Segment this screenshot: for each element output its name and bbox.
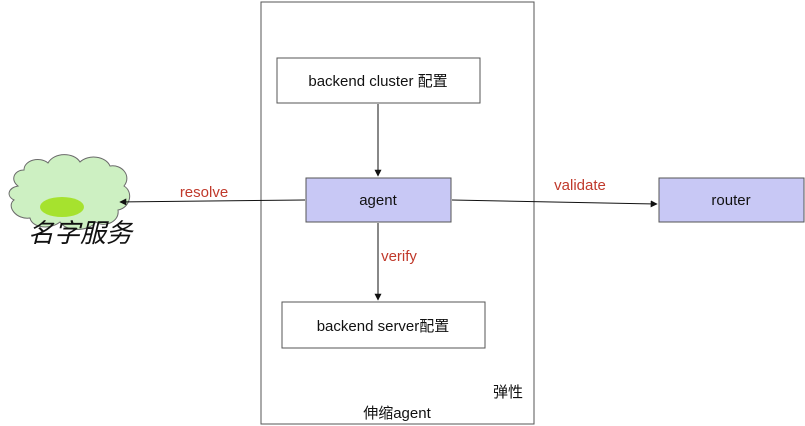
server-config-box [281, 301, 486, 349]
cluster-config-box [276, 57, 481, 104]
cloud-highlight-blob [40, 197, 84, 217]
server-config-label: backend server配置 [317, 318, 450, 335]
container-sublabel: 弹性 [493, 384, 523, 401]
router-label: router [711, 192, 750, 209]
router-box [658, 177, 805, 223]
edge-label-resolve: resolve [180, 184, 228, 201]
edge-agent-to-router [451, 199, 658, 208]
cluster-config-label: backend cluster 配置 [308, 73, 447, 90]
edge-label-validate: validate [554, 177, 606, 194]
edge-agent-to-name-service [119, 198, 306, 206]
name-service-label: 名字服务 [28, 219, 134, 249]
name-service-cloud: 名字服务 [8, 154, 134, 249]
cloud-shape [8, 154, 131, 230]
agent-box [305, 177, 452, 223]
container-label: 伸缩agent [363, 405, 431, 422]
agent-label: agent [359, 192, 397, 209]
edge-label-verify: verify [381, 248, 417, 265]
